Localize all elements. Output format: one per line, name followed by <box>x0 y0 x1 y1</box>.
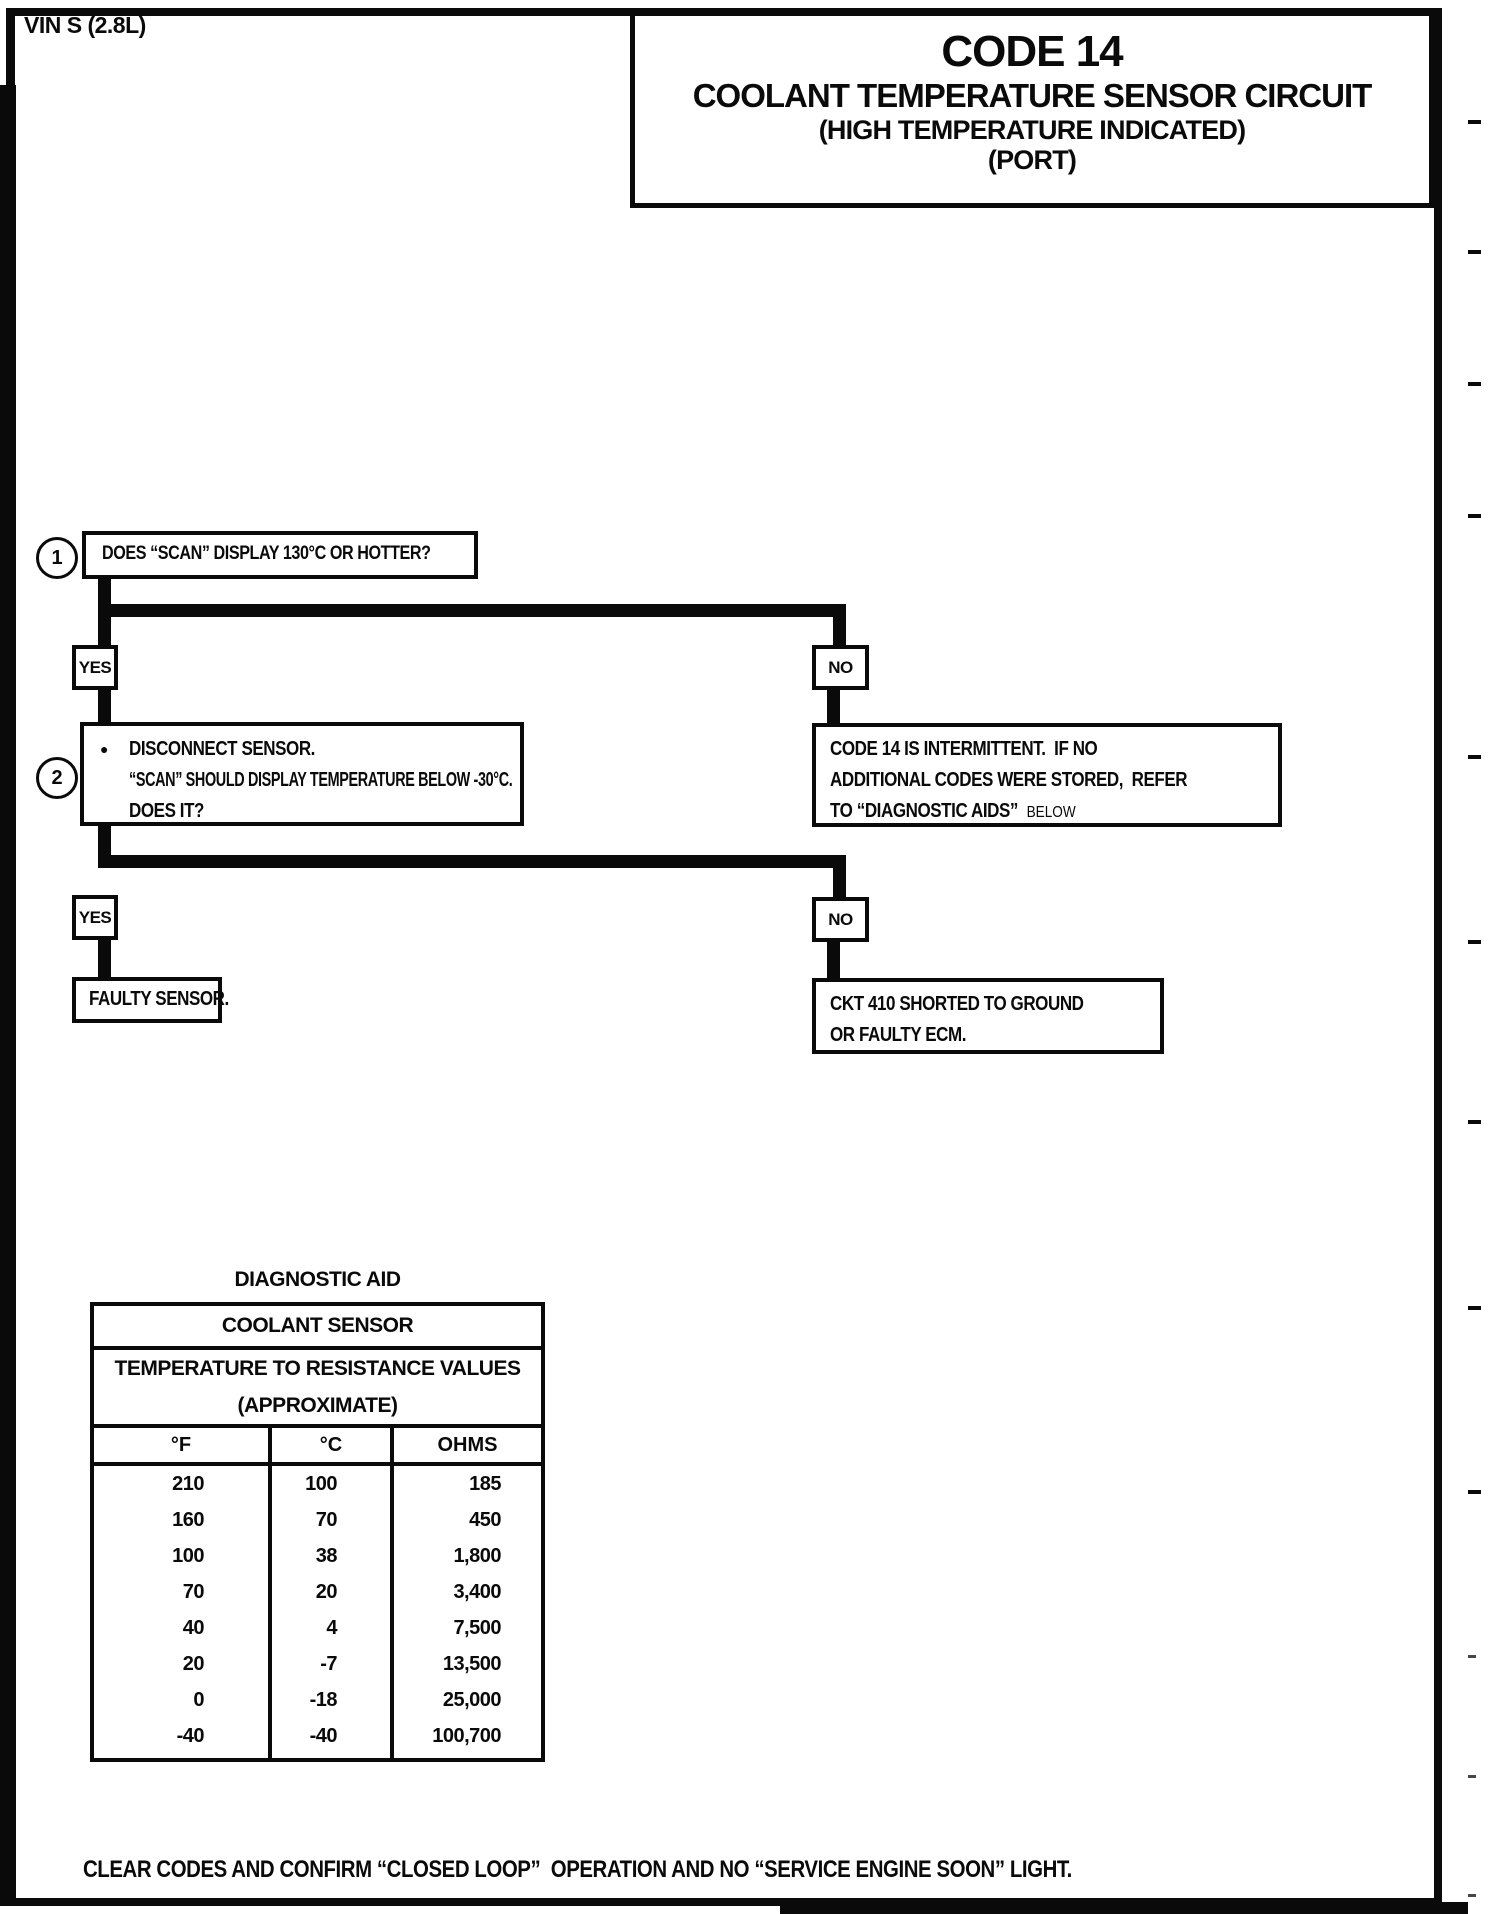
table-header-row: °F °C OHMS <box>94 1428 541 1466</box>
table-title: COOLANT SENSOR <box>94 1306 541 1350</box>
code14-intermittent-box: CODE 14 IS INTERMITTENT. IF NO ADDITIONA… <box>812 723 1282 827</box>
page-title-qualifier2: (PORT) <box>987 145 1077 175</box>
page-title-qualifier1: (HIGH TEMPERATURE INDICATED) <box>818 115 1246 145</box>
bullet-icon: ● <box>100 741 109 757</box>
step1-yes-label: YES <box>78 658 112 677</box>
margin-tick <box>1468 1490 1481 1494</box>
connector-line <box>827 690 840 724</box>
table-cell: 13,500 <box>442 1653 502 1675</box>
step2-line3: DOES IT? <box>129 800 204 822</box>
table-cell: 100 <box>305 1473 337 1495</box>
diagnostic-aid-label: DIAGNOSTIC AID <box>234 1268 401 1291</box>
margin-tick <box>1468 1120 1481 1124</box>
table-cell: 25,000 <box>442 1689 502 1711</box>
table-cell: 210 <box>172 1473 204 1495</box>
page-title-code: CODE 14 <box>941 27 1123 76</box>
page-border-bottom-bar <box>780 1902 1468 1914</box>
step2-action-box: ● DISCONNECT SENSOR. “SCAN” SHOULD DISPL… <box>80 722 524 826</box>
vin-label: VIN S (2.8L) <box>24 12 146 38</box>
connector-line <box>98 826 111 860</box>
margin-tick <box>1468 1894 1476 1897</box>
table-cell: 0 <box>193 1689 204 1711</box>
page-title-subtitle: COOLANT TEMPERATURE SENSOR CIRCUIT <box>692 77 1373 114</box>
table-cell: -7 <box>320 1653 337 1675</box>
connector-line <box>98 690 111 723</box>
step1-question-box: DOES “SCAN” DISPLAY 130°C OR HOTTER? <box>82 531 478 579</box>
ckt410-box: CKT 410 SHORTED TO GROUND OR FAULTY ECM. <box>812 978 1164 1054</box>
table-cell: -40 <box>309 1725 338 1747</box>
step2-number-circle: 2 <box>36 757 78 799</box>
table-cell: 70 <box>315 1509 338 1531</box>
table-cell: 450 <box>469 1509 501 1531</box>
step2-number: 2 <box>51 767 63 789</box>
step2-no-label: NO <box>828 910 853 929</box>
margin-tick <box>1468 514 1481 518</box>
step1-number-circle: 1 <box>36 537 78 579</box>
step2-line2: “SCAN” SHOULD DISPLAY TEMPERATURE BELOW … <box>129 769 513 791</box>
step2-line1: DISCONNECT SENSOR. <box>129 738 315 760</box>
connector-line <box>98 604 846 617</box>
step1-question-text: DOES “SCAN” DISPLAY 130°C OR HOTTER? <box>102 543 431 564</box>
step1-number: 1 <box>51 547 63 569</box>
step1-yes-box: YES <box>72 645 118 690</box>
step1-no-box: NO <box>812 645 869 690</box>
connector-line <box>833 855 846 897</box>
table-cell: 3,400 <box>453 1581 501 1603</box>
table-cell: 100,700 <box>432 1725 501 1747</box>
table-cell: 70 <box>182 1581 205 1603</box>
table-body: 210 160 100 70 40 20 0 -40 100 70 38 20 … <box>94 1466 541 1762</box>
intermittent-line2: ADDITIONAL CODES WERE STORED, REFER <box>830 769 1188 791</box>
table-cell: 40 <box>182 1617 205 1639</box>
table-cell: 20 <box>315 1581 338 1603</box>
faulty-sensor-text: FAULTY SENSOR. <box>89 988 229 1010</box>
table-cell: 185 <box>469 1473 501 1495</box>
margin-tick <box>1468 382 1481 386</box>
connector-line <box>98 940 111 978</box>
margin-tick <box>1468 755 1481 759</box>
table-cell: -18 <box>309 1689 338 1711</box>
title-box: CODE 14 COOLANT TEMPERATURE SENSOR CIRCU… <box>630 8 1434 208</box>
page-border-bottom <box>8 1898 1442 1906</box>
table-column-c: 100 70 38 20 4 -7 -18 -40 <box>272 1466 394 1762</box>
margin-tick <box>1468 250 1481 254</box>
page-border-left-thick <box>0 85 16 1906</box>
coolant-sensor-table: COOLANT SENSOR TEMPERATURE TO RESISTANCE… <box>90 1302 545 1762</box>
ckt410-line1: CKT 410 SHORTED TO GROUND <box>830 993 1084 1015</box>
intermittent-line1: CODE 14 IS INTERMITTENT. IF NO <box>830 738 1098 760</box>
connector-line <box>833 604 846 646</box>
margin-tick <box>1468 120 1481 124</box>
table-cell: 100 <box>172 1545 204 1567</box>
table-subtitle-line2: (APPROXIMATE) <box>237 1394 398 1417</box>
table-column-f: 210 160 100 70 40 20 0 -40 <box>94 1466 272 1762</box>
margin-tick <box>1468 940 1481 944</box>
margin-tick <box>1468 1306 1481 1310</box>
table-cell: -40 <box>176 1725 205 1747</box>
margin-tick <box>1468 1655 1476 1658</box>
table-cell: 4 <box>326 1617 337 1639</box>
ckt410-line2: OR FAULTY ECM. <box>830 1024 967 1046</box>
intermittent-line3: TO “DIAGNOSTIC AIDS” BELOW <box>830 800 1076 822</box>
step1-no-label: NO <box>828 658 853 677</box>
footer-note: CLEAR CODES AND CONFIRM “CLOSED LOOP” OP… <box>83 1856 1072 1883</box>
table-cell: 160 <box>172 1509 204 1531</box>
page-border-right <box>1434 8 1442 1906</box>
table-cell: 1,800 <box>453 1545 501 1567</box>
table-cell: 20 <box>182 1653 205 1675</box>
column-header-f: °F <box>94 1428 272 1462</box>
table-cell: 7,500 <box>453 1617 501 1639</box>
table-column-ohms: 185 450 1,800 3,400 7,500 13,500 25,000 … <box>394 1466 541 1762</box>
intermittent-below-word: BELOW <box>1026 804 1076 821</box>
step2-no-box: NO <box>812 897 869 942</box>
step2-yes-label: YES <box>78 908 112 927</box>
connector-line <box>98 855 846 868</box>
column-header-c: °C <box>272 1428 394 1462</box>
margin-tick <box>1468 1775 1476 1778</box>
faulty-sensor-box: FAULTY SENSOR. <box>72 977 229 1023</box>
step2-yes-box: YES <box>72 895 118 940</box>
column-header-ohms: OHMS <box>437 1434 498 1456</box>
connector-line <box>827 942 840 979</box>
table-subtitle-line1: TEMPERATURE TO RESISTANCE VALUES <box>114 1357 521 1380</box>
table-cell: 38 <box>315 1545 338 1567</box>
table-subtitle: TEMPERATURE TO RESISTANCE VALUES (APPROX… <box>94 1350 541 1428</box>
